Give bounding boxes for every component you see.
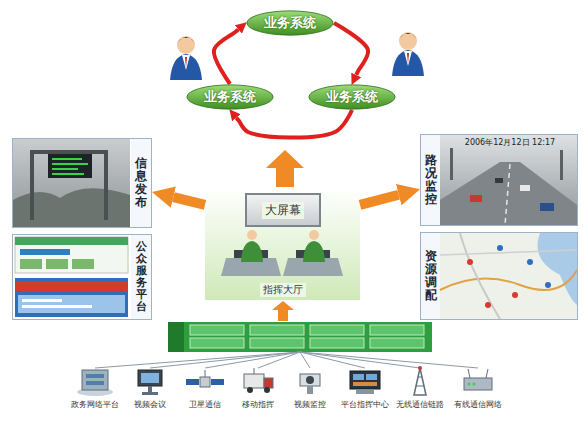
- device-label: 无线通信链路: [396, 399, 444, 410]
- device-label: 视频会议: [134, 399, 166, 410]
- hall-illustration: [205, 188, 360, 300]
- image-panel: 信息发布: [12, 138, 152, 228]
- system-ellipse: 业务系统: [246, 10, 334, 36]
- label-slot: 卫星通信: [189, 399, 221, 410]
- image-panel: 资源调配: [420, 232, 578, 320]
- vertical-label: 公众服务平台: [136, 241, 147, 314]
- vertical-label: 资源调配: [425, 250, 437, 303]
- label-slot: 2006年12月12日 12:17: [465, 137, 555, 148]
- label-slot: 有线通信网络: [454, 399, 502, 410]
- node-label: 业务系统: [264, 14, 316, 32]
- person-icon: [392, 32, 424, 76]
- vertical-label: 路况监控: [425, 154, 437, 207]
- vertical-label: 信息发布: [135, 157, 147, 210]
- device-icon: [138, 370, 162, 395]
- flow-arrow: [173, 197, 205, 205]
- device-icon: [464, 369, 492, 390]
- node-label: 大屏幕: [262, 202, 304, 219]
- label-slot: 视频会议: [134, 399, 166, 410]
- person-icon: [170, 36, 202, 80]
- big-screen: 大屏幕: [245, 193, 321, 227]
- label-slot: 平台指挥中心: [341, 399, 389, 410]
- cycle-arrow: [236, 110, 352, 138]
- label-slot: 无线通信链路: [396, 399, 444, 410]
- device-label: 视频监控: [294, 399, 326, 410]
- device-icon: [414, 366, 426, 395]
- cycle-arrow: [214, 29, 239, 84]
- device-icon: [300, 374, 320, 394]
- device-icon: [350, 371, 380, 394]
- image-panel: 路况监控: [420, 134, 578, 226]
- device-icon: [186, 370, 224, 387]
- flow-arrow: [360, 195, 399, 205]
- gantry-photo: [13, 139, 151, 227]
- image-panel: 公众服务平台: [12, 234, 152, 320]
- system-ellipse: 业务系统: [308, 84, 396, 110]
- system-ellipse: 业务系统: [186, 84, 274, 110]
- node-label: 业务系统: [204, 88, 256, 106]
- command-hall: 指挥大厅大屏幕: [205, 188, 360, 300]
- timestamp: 2006年12月12日 12:17: [465, 137, 555, 148]
- device-icon: [244, 368, 273, 393]
- node-label: 指挥大厅: [260, 283, 306, 297]
- device-label: 卫星通信: [189, 399, 221, 410]
- device-label: 政务网络平台: [71, 399, 119, 410]
- label-slot: 视频监控: [294, 399, 326, 410]
- cycle-arrow: [334, 23, 368, 75]
- integration-band: [168, 322, 432, 352]
- node-label: 业务系统: [326, 88, 378, 106]
- device-icon: [77, 370, 113, 396]
- device-label: 移动指挥: [242, 399, 274, 410]
- traffic-photo: [421, 135, 577, 225]
- fan-lines: [95, 352, 478, 368]
- flow-arrow: [272, 301, 294, 321]
- device-label: 有线通信网络: [454, 399, 502, 410]
- device-label: 平台指挥中心: [341, 399, 389, 410]
- map-image: [421, 233, 577, 319]
- website-screenshot: [13, 235, 151, 319]
- label-slot: 政务网络平台: [71, 399, 119, 410]
- flow-arrow: [266, 150, 304, 187]
- label-slot: 移动指挥: [242, 399, 274, 410]
